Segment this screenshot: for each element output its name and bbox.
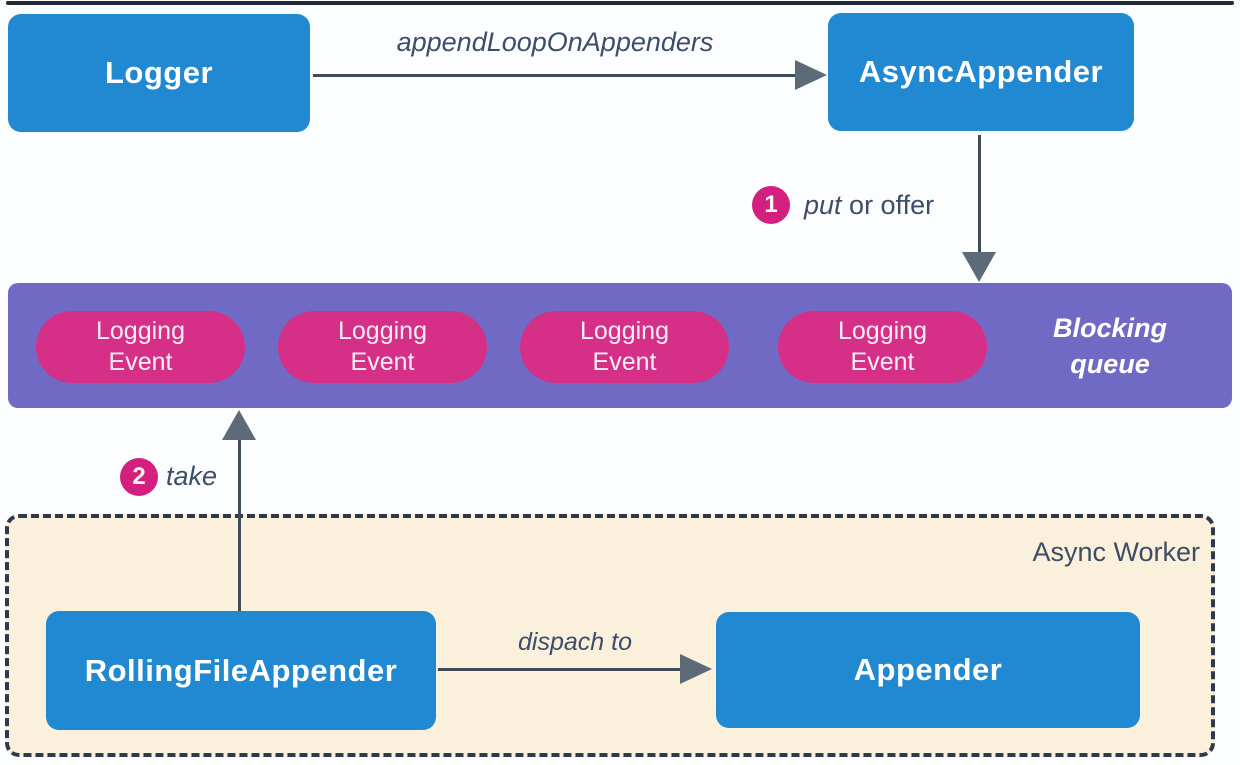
edge-label-append-loop: appendLoopOnAppenders — [396, 27, 714, 57]
node-logger: Logger — [8, 14, 310, 132]
arrow-put-head-icon — [962, 252, 996, 282]
node-rolling-file-appender-label: RollingFileAppender — [84, 652, 398, 688]
logging-event-label: Logging Event — [838, 316, 927, 376]
node-logger-label: Logger — [104, 55, 214, 90]
blocking-queue-title: Blocking queue — [1005, 307, 1215, 385]
step-2-badge: 2 — [120, 458, 158, 496]
logging-event-pill: Logging Event — [278, 311, 487, 383]
node-appender: Appender — [716, 612, 1140, 728]
logging-event-label: Logging Event — [96, 316, 185, 376]
node-rolling-file-appender: RollingFileAppender — [46, 611, 436, 730]
edge-label-take: take — [166, 461, 218, 491]
blocking-queue-band: Logging Event Logging Event Logging Even… — [8, 283, 1232, 408]
logging-event-label: Logging Event — [338, 316, 427, 376]
edge-label-dispatch: dispach to — [518, 628, 632, 656]
arrow-dispatch-line — [438, 668, 684, 671]
arrow-take-line — [238, 438, 241, 611]
edge-label-put-or-offer: put or offer — [804, 190, 974, 221]
async-worker-label: Async Worker — [1032, 537, 1200, 567]
step-1-badge: 1 — [752, 186, 790, 224]
node-async-appender-label: AsyncAppender — [858, 54, 1104, 89]
logging-event-pill: Logging Event — [778, 311, 987, 383]
top-border-line — [6, 1, 1234, 5]
edge-label-put-rest: or offer — [841, 190, 935, 220]
logging-event-label: Logging Event — [580, 316, 669, 376]
arrow-append-loop-line — [313, 74, 795, 77]
arrow-put-line — [978, 135, 981, 255]
logging-event-pill: Logging Event — [36, 311, 245, 383]
arrow-take-head-icon — [222, 410, 256, 440]
arrow-dispatch-head-icon — [680, 654, 712, 684]
blocking-queue-title-text: Blocking queue — [1052, 312, 1167, 379]
node-async-appender: AsyncAppender — [828, 13, 1134, 131]
logging-event-pill: Logging Event — [520, 311, 729, 383]
edge-label-put-verb: put — [804, 190, 842, 220]
node-appender-label: Appender — [853, 652, 1003, 687]
arrow-append-loop-head-icon — [795, 60, 827, 90]
